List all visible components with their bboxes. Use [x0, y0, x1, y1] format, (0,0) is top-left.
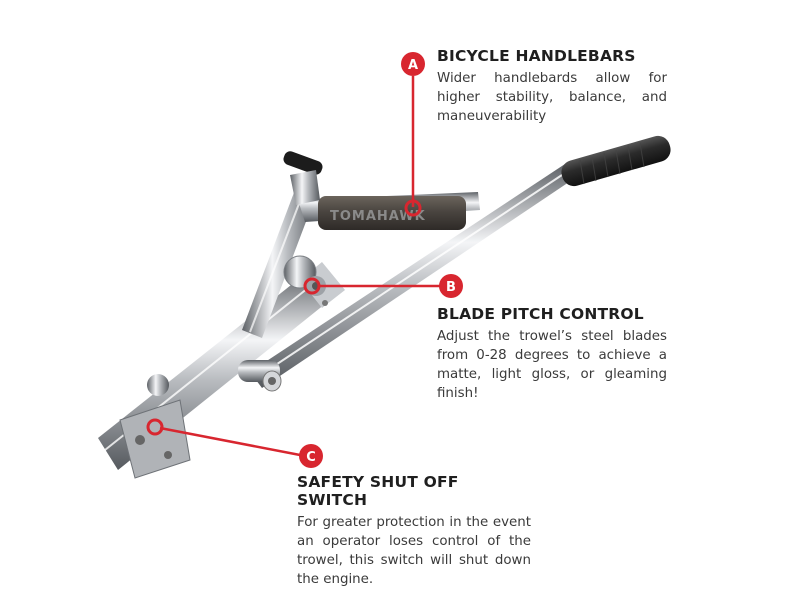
vertical-post	[242, 182, 318, 338]
badge-c: C	[299, 444, 323, 468]
callout-blade-pitch-control: BLADE PITCH CONTROL Adjust the trowel’s …	[437, 305, 667, 403]
hand-grip	[561, 135, 671, 187]
handlebar-pad: TOMAHAWK	[298, 192, 480, 230]
target-ring-a	[404, 199, 422, 217]
callout-description: For greater protection in the event an o…	[297, 515, 531, 587]
callout-description: Wider handlebards allow for higher stabi…	[437, 71, 667, 124]
callout-title: BICYCLE HANDLEBARS	[437, 47, 636, 65]
leader-line-c	[159, 426, 301, 457]
bicycle-handlebar	[250, 135, 671, 388]
target-ring-b	[303, 277, 321, 295]
callout-title: SAFETY SHUT OFF SWITCH	[297, 473, 459, 509]
callout-description: Adjust the trowel’s steel blades from 0-…	[437, 329, 667, 401]
callout-safety-shut-off-switch: SAFETY SHUT OFF SWITCH For greater prote…	[297, 473, 531, 589]
badge-b: B	[439, 274, 463, 298]
badge-a-letter: A	[408, 58, 418, 73]
safety-switch	[119, 374, 191, 479]
callout-targets	[146, 199, 422, 436]
callout-leaders	[159, 76, 440, 457]
callout-title: BLADE PITCH CONTROL	[437, 305, 644, 323]
badge-a: A	[401, 52, 425, 76]
cross-bolt	[238, 360, 282, 392]
callout-bicycle-handlebars: BICYCLE HANDLEBARS Wider handlebards all…	[437, 47, 667, 126]
badge-b-letter: B	[446, 280, 456, 295]
brand-logo: TOMAHAWK	[330, 209, 426, 224]
badge-c-letter: C	[306, 450, 316, 465]
target-ring-c	[146, 418, 164, 436]
top-lever	[283, 151, 323, 205]
